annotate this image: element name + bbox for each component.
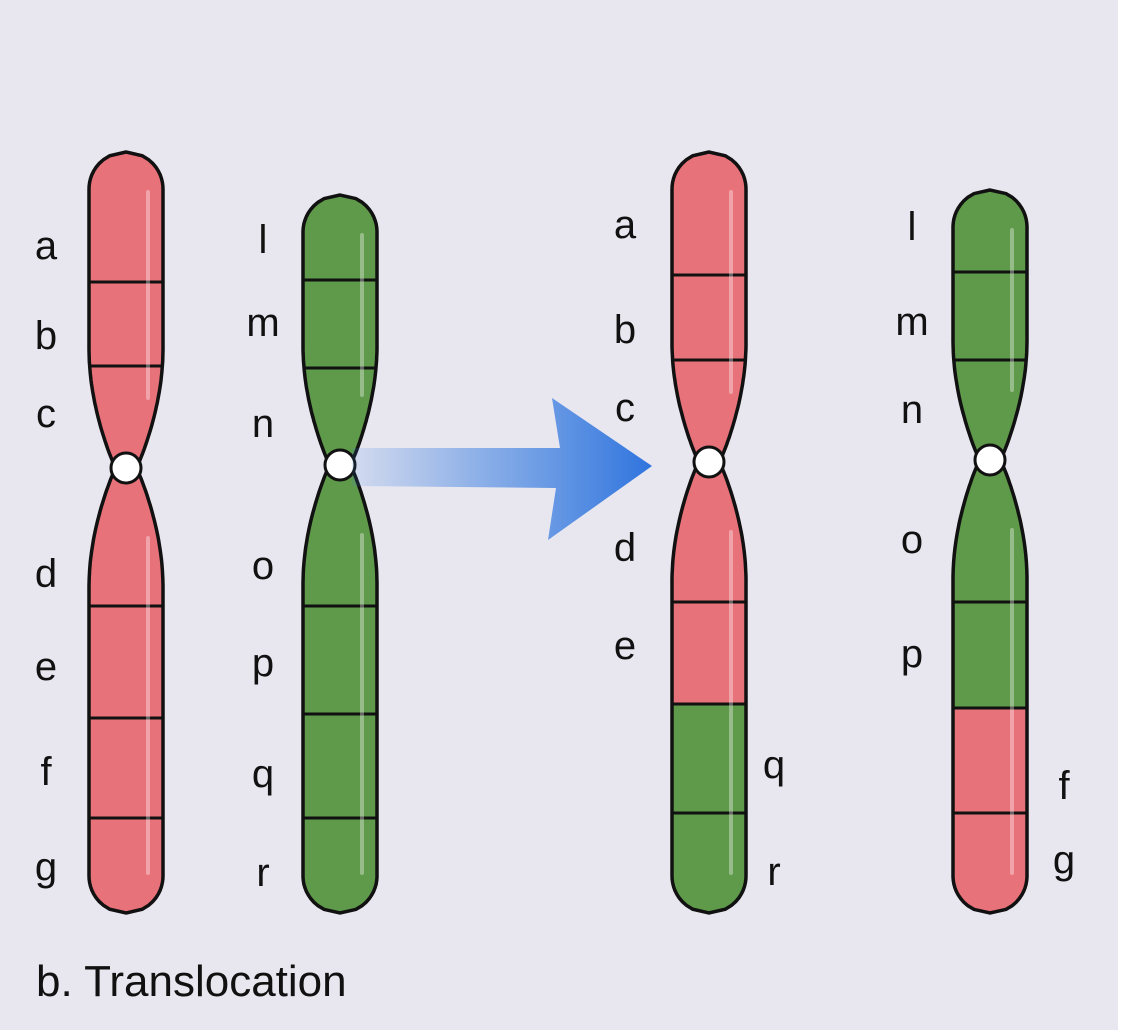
segment-g: [89, 818, 163, 913]
centromere: [694, 447, 724, 477]
gene-label-n: n: [892, 390, 932, 430]
scan-edge: [1118, 0, 1147, 1030]
segment-p: [953, 602, 1027, 708]
segment-b: [89, 282, 163, 366]
segment-d: [672, 462, 746, 602]
gene-label-c: c: [605, 388, 645, 428]
gene-label-q: q: [754, 745, 794, 785]
segment-e: [89, 606, 163, 718]
segment-e: [672, 602, 746, 704]
segment-b: [672, 275, 746, 360]
segment-r: [303, 818, 377, 913]
segment-q: [303, 714, 377, 818]
gene-label-b: b: [26, 316, 66, 356]
gene-label-p: p: [892, 634, 932, 674]
gene-label-a: a: [26, 226, 66, 266]
gene-label-g: g: [1044, 840, 1084, 880]
segment-g: [953, 813, 1027, 913]
segment-m: [953, 272, 1027, 360]
chromosome-translocated-red: [672, 152, 746, 913]
gene-label-a: a: [605, 205, 645, 245]
segment-f: [953, 708, 1027, 813]
gene-label-g: g: [26, 847, 66, 887]
figure-caption: b. Translocation: [36, 958, 347, 1006]
gene-label-d: d: [605, 528, 645, 568]
chromosome-original-green: [303, 195, 377, 913]
gene-label-m: m: [892, 302, 932, 342]
gene-label-o: o: [243, 546, 283, 586]
centromere: [325, 450, 355, 480]
segment-a: [672, 152, 746, 275]
gene-label-c: c: [26, 394, 66, 434]
gene-label-l: l: [892, 207, 932, 247]
gene-label-r: r: [754, 852, 794, 892]
segment-o: [953, 460, 1027, 602]
chromosome-translocated-green: [953, 190, 1027, 913]
gene-label-m: m: [243, 303, 283, 343]
gene-label-q: q: [243, 754, 283, 794]
gene-label-o: o: [892, 520, 932, 560]
gene-label-r: r: [243, 853, 283, 893]
gene-label-f: f: [1044, 766, 1084, 806]
segment-f: [89, 718, 163, 818]
centromere: [111, 453, 141, 483]
gene-label-n: n: [243, 404, 283, 444]
segment-p: [303, 606, 377, 714]
segment-o: [303, 465, 377, 606]
gene-label-e: e: [605, 626, 645, 666]
gene-label-p: p: [243, 643, 283, 683]
gene-label-b: b: [605, 310, 645, 350]
segment-d: [89, 468, 163, 606]
segment-a: [89, 152, 163, 282]
centromere: [975, 445, 1005, 475]
segment-q: [672, 704, 746, 813]
segment-m: [303, 280, 377, 368]
gene-label-e: e: [26, 647, 66, 687]
gene-label-f: f: [26, 752, 66, 792]
segment-r: [672, 813, 746, 913]
gene-label-l: l: [243, 220, 283, 260]
gene-label-d: d: [26, 554, 66, 594]
chromosome-original-red: [89, 152, 163, 913]
